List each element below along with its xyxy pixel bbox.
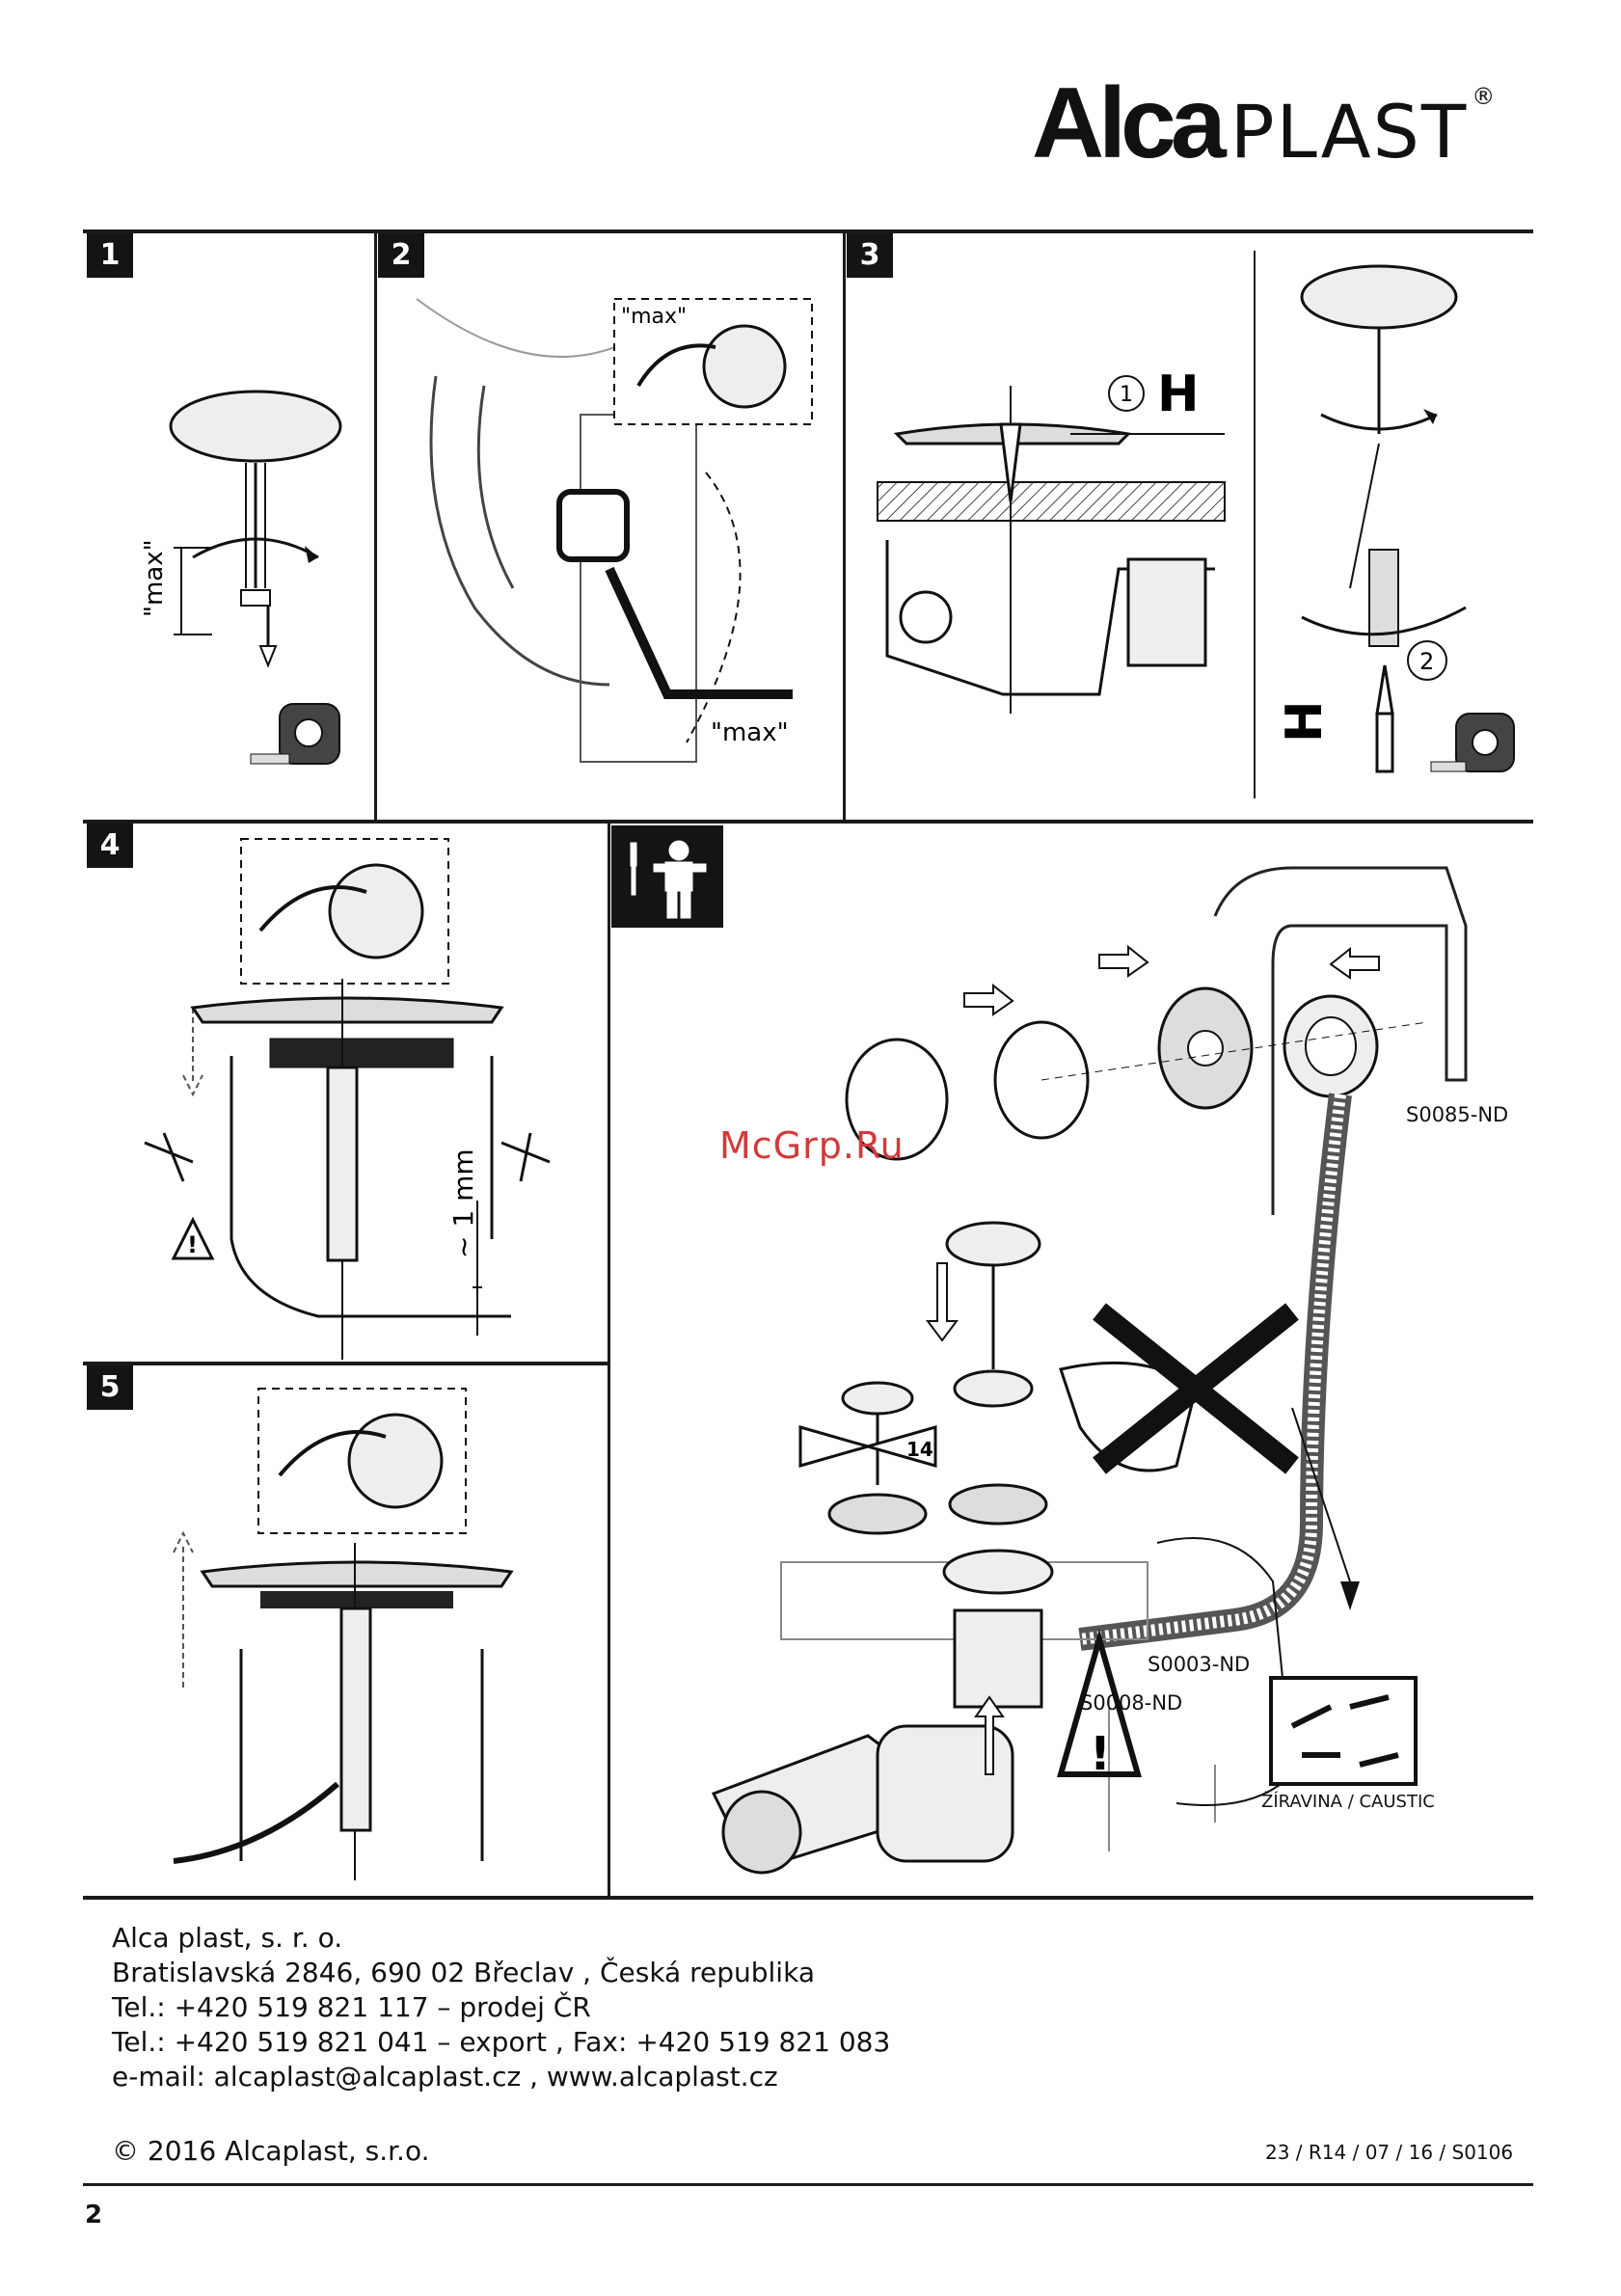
drain-flange-small [827, 1493, 928, 1535]
overflow-cover-outer [845, 1038, 949, 1161]
step-2-illustration: "max" "max" [416, 298, 813, 763]
logo-alca: Alca [1032, 68, 1227, 179]
down-arrow [258, 645, 278, 668]
drain-seal [942, 1549, 1054, 1595]
up-arrow [974, 1695, 1005, 1775]
plug-cap-shape [945, 1221, 1041, 1267]
company-address: Bratislavská 2846, 690 02 Břeclav , Česk… [112, 1957, 815, 1988]
down-arrow [999, 422, 1022, 502]
step-5-badge: 5 [87, 1365, 133, 1410]
circle-2-label: 2 [1419, 648, 1434, 675]
warning-icon [171, 1216, 215, 1260]
part-label-s0008: S0008-ND [1080, 1691, 1183, 1715]
company-contact-block: Alca plast, s. r. o. Bratislavská 2846, … [112, 1921, 890, 2094]
bathtub-rim-shape [1213, 866, 1468, 1215]
plug-cap-shape [200, 1560, 514, 1588]
drain-body [953, 1608, 1043, 1709]
circle-1-marker [1108, 375, 1145, 412]
plug-cap-shape [190, 996, 504, 1024]
up-arrow [1375, 664, 1394, 716]
document-reference: 23 / R14 / 07 / 16 / S0106 [1265, 2141, 1514, 2164]
circle-2-marker [1407, 640, 1447, 681]
footer-divider [83, 2183, 1533, 2186]
plug-cap-shape [953, 1369, 1034, 1408]
max-label-step2: "max" [711, 718, 789, 747]
rotate-arrow [192, 537, 319, 559]
down-arrow [926, 1262, 959, 1342]
step-3-badge: 3 [847, 233, 893, 278]
caustic-label: ŽÍRAVINA / CAUSTIC [1261, 1792, 1435, 1812]
left-arrow [1329, 946, 1380, 980]
circle-1-label: 1 [1120, 383, 1133, 407]
svg-text:!: ! [1090, 1727, 1111, 1781]
col-divider-2 [843, 231, 846, 822]
down-arrow-dashed [182, 1008, 203, 1097]
phone-domestic: Tel.: +420 519 821 117 – prodej ČR [112, 1991, 591, 2023]
step-1-illustration: "max" [140, 390, 342, 765]
plug-cap-shape [841, 1381, 914, 1416]
page-number: 2 [85, 2201, 103, 2229]
max-label-step1: "max" [140, 539, 169, 617]
watermark-text: McGrp.Ru [719, 1124, 905, 1167]
right-arrow [1098, 944, 1149, 978]
h-dimension-1: H [1157, 365, 1200, 423]
row1-divider [83, 820, 1533, 824]
socket-wrench-shape [556, 489, 630, 562]
step-3-right-illustration: 2 H [1276, 264, 1515, 773]
no-grease-icon-left [144, 1132, 194, 1182]
top-divider [83, 230, 1533, 233]
h-dimension-2: H [1276, 700, 1334, 743]
caustic-hazard-icon [1269, 1676, 1418, 1786]
step-3-left-illustration: 1 H [877, 365, 1226, 714]
assembly-illustration: 14 ! [711, 866, 1468, 1875]
rotate-arrow [173, 1781, 339, 1864]
tape-measure-icon [250, 703, 340, 765]
svg-text:!: ! [187, 1231, 198, 1258]
part-label-s0085: S0085-ND [1406, 1103, 1509, 1126]
copyright-text: © 2016 Alcaplast, s.r.o. [112, 2135, 430, 2167]
step-1-badge: 1 [87, 233, 133, 278]
no-grease-icon-right [500, 1132, 551, 1182]
plug-cap-shape [1300, 264, 1458, 330]
col-divider-3 [608, 822, 610, 1898]
logo-plast: PLAST [1229, 89, 1469, 175]
step-4-illustration: ! ~ 1 mm [144, 838, 551, 1360]
email-web: e-mail: alcaplast@alcaplast.cz , www.alc… [112, 2061, 778, 2093]
drain-flange [948, 1483, 1048, 1526]
siphon-trap [876, 1724, 1014, 1863]
approx-1mm-label: ~ 1 mm [447, 1148, 479, 1258]
tape-measure-icon [1430, 713, 1515, 772]
worker-tools-icon [630, 840, 707, 919]
do-not-use-cross [1093, 1303, 1299, 1474]
step3-divider [1254, 251, 1256, 798]
tools-badge [611, 825, 723, 928]
bottom-divider [83, 1896, 1533, 1900]
part-label-s0003: S0003-ND [1148, 1653, 1251, 1676]
phone-export: Tel.: +420 519 821 041 – export , Fax: +… [112, 2026, 891, 2058]
step-2-badge: 2 [378, 233, 424, 278]
wrench-icon [798, 1425, 937, 1468]
max-label-inset: "max" [621, 305, 687, 329]
company-name: Alca plast, s. r. o. [112, 1922, 343, 1954]
step-4-badge: 4 [87, 824, 133, 868]
col-divider-1 [374, 231, 377, 822]
wrench-size-label: 14 [906, 1438, 933, 1461]
logo-registered: ® [1472, 83, 1496, 110]
step-5-illustration [173, 1388, 514, 1880]
warning-icon [1057, 1629, 1142, 1777]
up-arrow-dashed [173, 1530, 194, 1688]
right-arrow [963, 983, 1014, 1016]
plug-cap-shape [169, 390, 342, 463]
row2-left-divider [83, 1362, 609, 1365]
